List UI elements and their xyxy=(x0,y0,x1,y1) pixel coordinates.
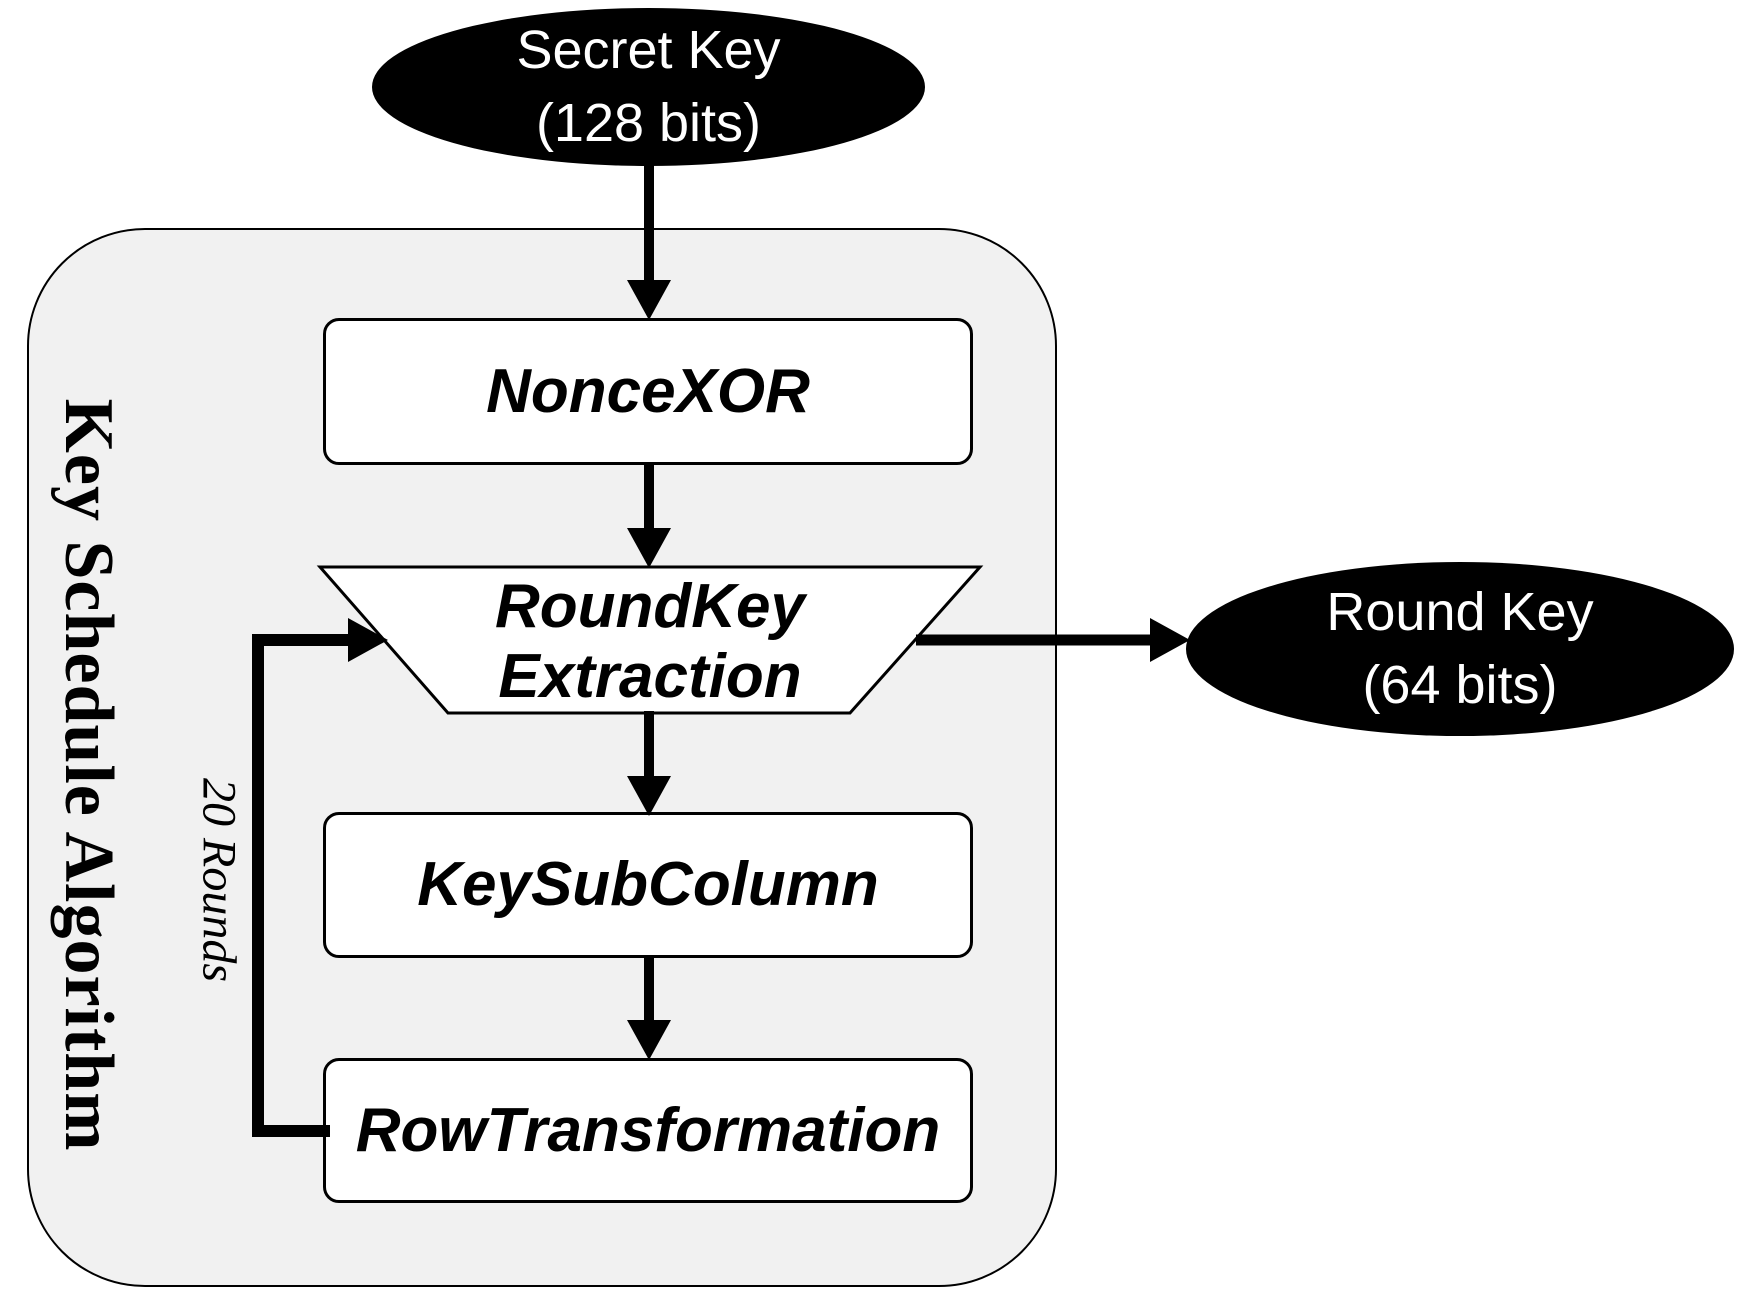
secret-key-node: Secret Key (128 bits) xyxy=(372,8,925,166)
row-transformation-box: RowTransformation xyxy=(323,1058,973,1203)
loop-rounds-label: 20 Rounds xyxy=(192,778,246,982)
nonce-xor-label: NonceXOR xyxy=(486,356,810,426)
round-key-node: Round Key (64 bits) xyxy=(1186,562,1734,736)
secret-key-label-line2: (128 bits) xyxy=(535,93,762,153)
round-key-label-line2: (64 bits) xyxy=(1362,655,1558,715)
key-sub-column-box: KeySubColumn xyxy=(323,812,973,958)
round-key-extraction-label-line1: RoundKey xyxy=(495,572,805,642)
round-key-label-line1: Round Key xyxy=(1326,581,1594,642)
round-key-extraction-label: RoundKey Extraction xyxy=(320,570,980,713)
secret-key-label-line1: Secret Key xyxy=(516,19,781,80)
round-key-extraction-label-line2: Extraction xyxy=(498,641,802,711)
row-transformation-label: RowTransformation xyxy=(355,1095,941,1165)
key-sub-column-label: KeySubColumn xyxy=(417,850,879,919)
key-schedule-title: Key Schedule Algorithm xyxy=(50,398,127,1152)
nonce-xor-box: NonceXOR xyxy=(323,318,973,465)
